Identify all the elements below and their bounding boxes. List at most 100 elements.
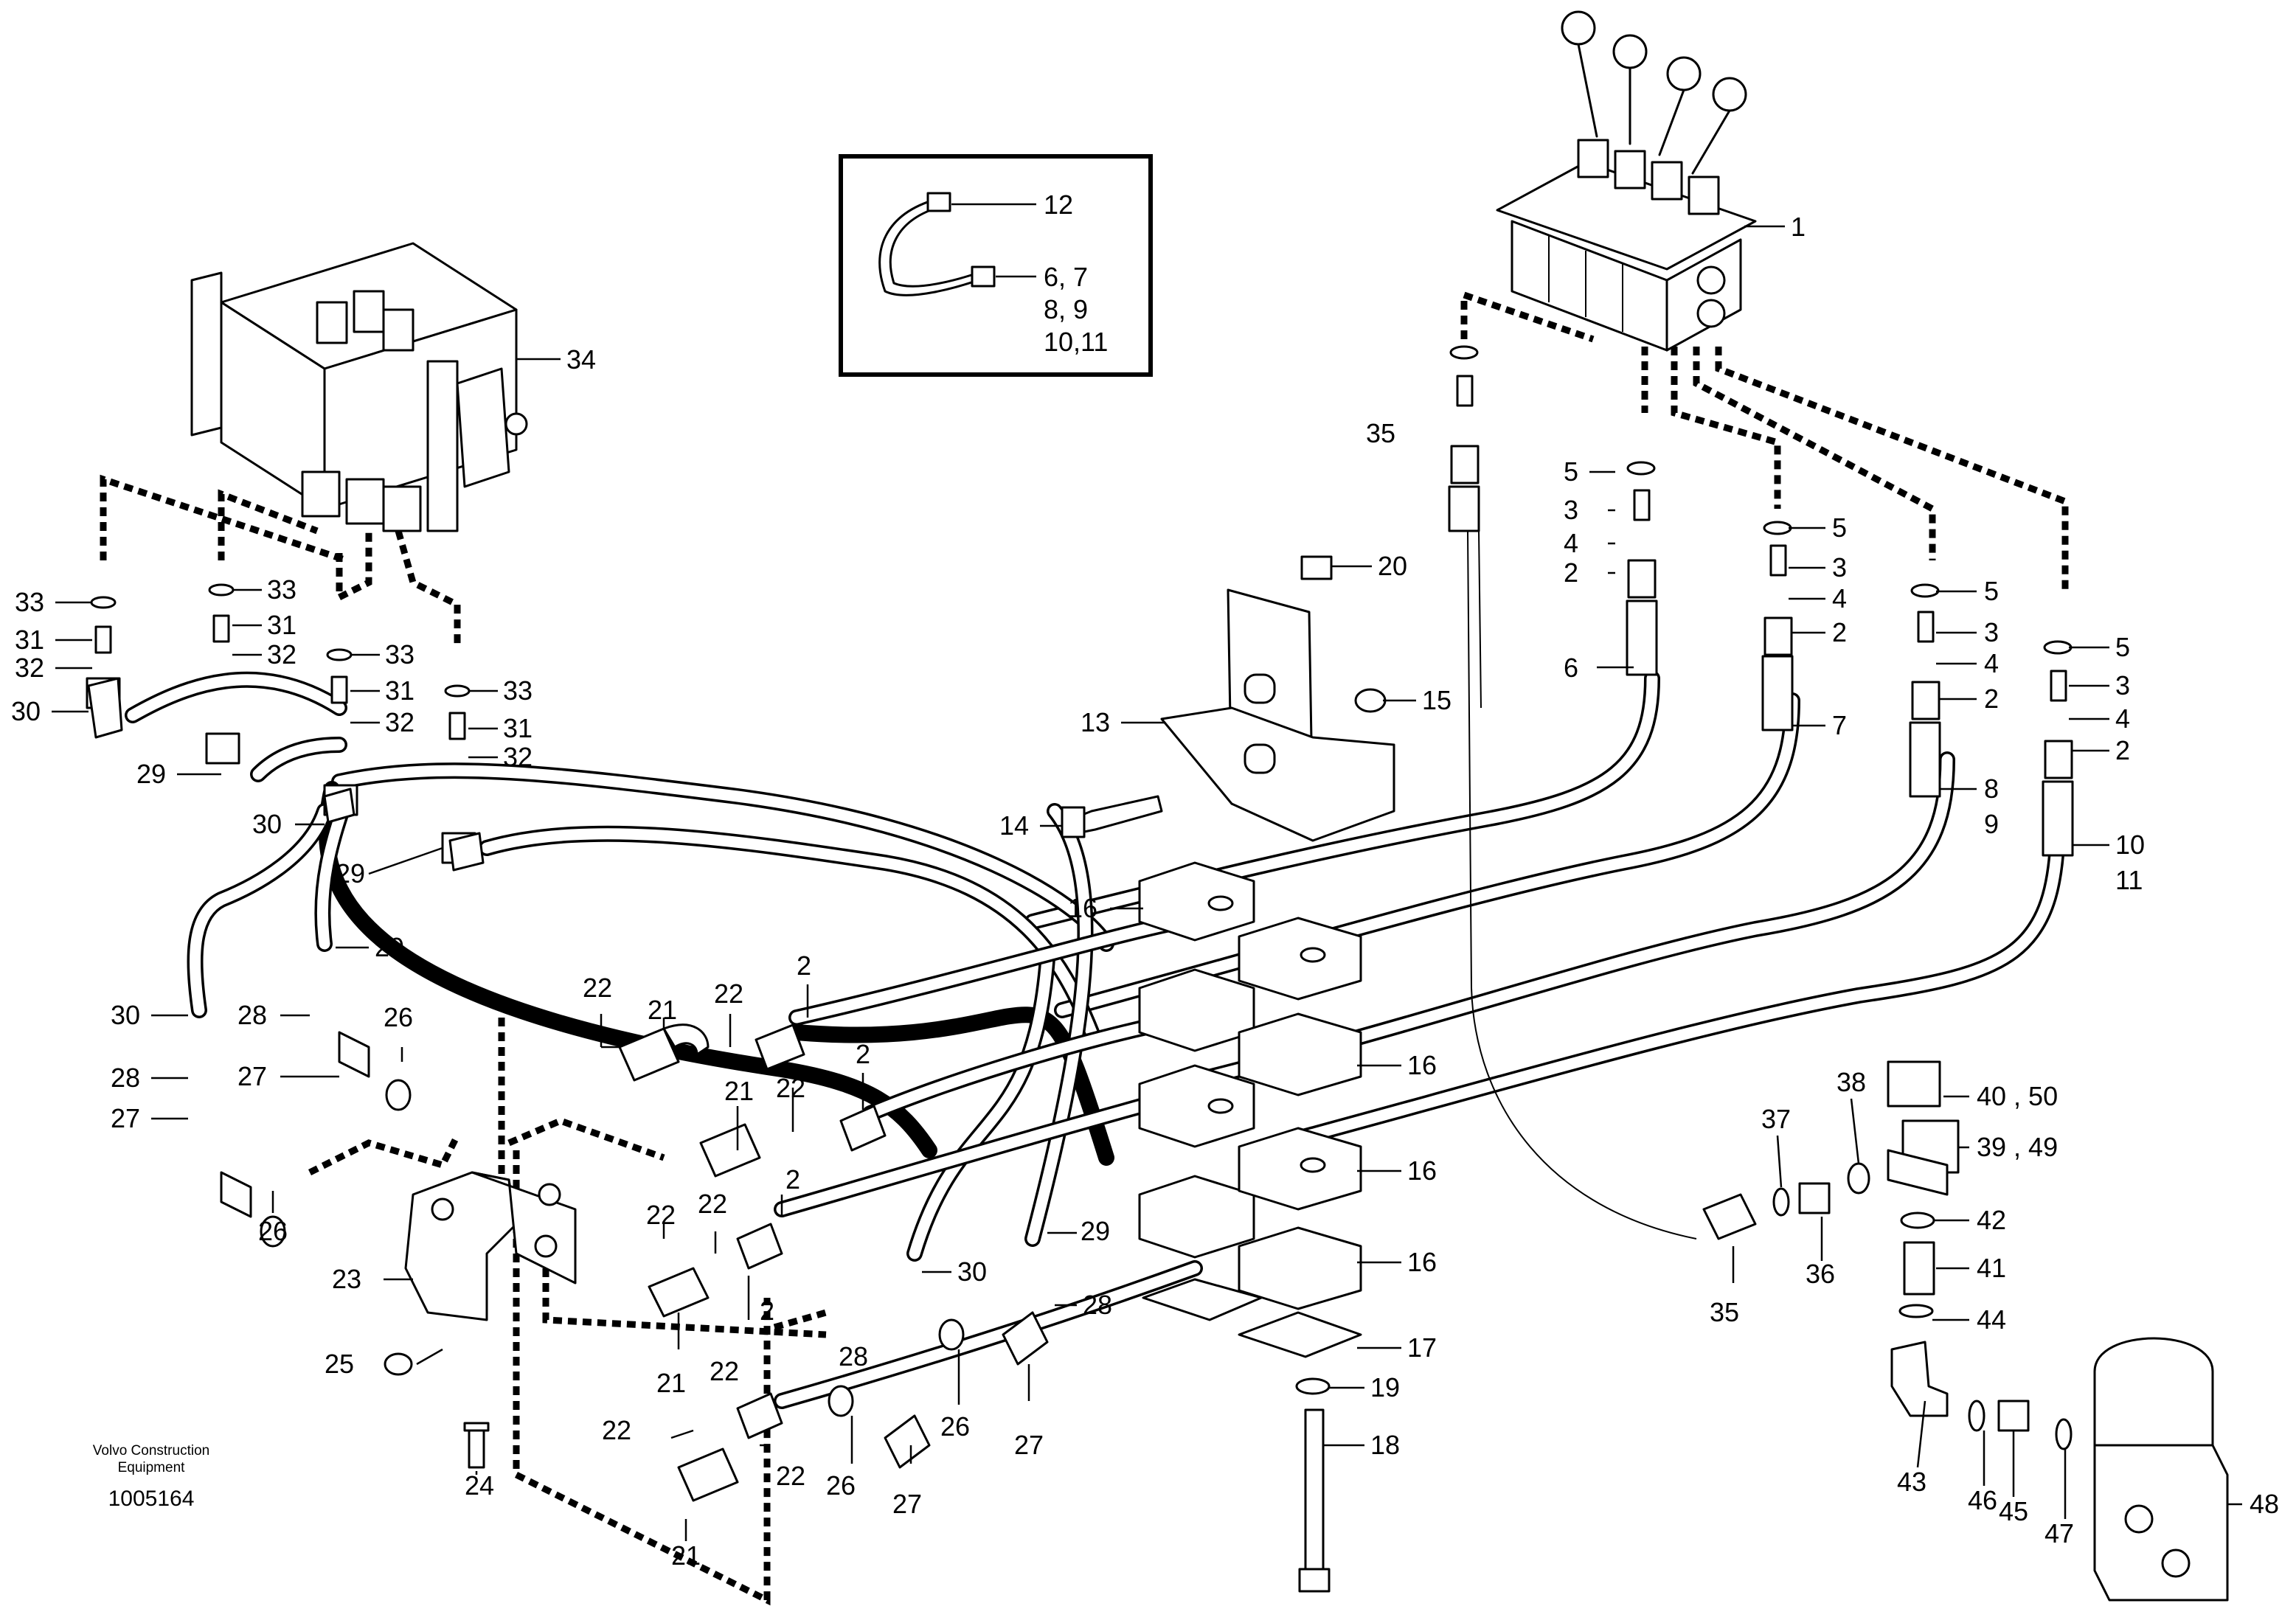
callout-32-a: 32 — [15, 653, 44, 683]
callout-48: 48 — [2250, 1489, 2279, 1519]
inset-label-10-11: 10,11 — [1044, 327, 1108, 357]
publisher-line-1: Volvo Construction — [93, 1443, 209, 1459]
callout-43: 43 — [1897, 1467, 1926, 1497]
callout-3-b: 3 — [1832, 552, 1847, 583]
callout-21-c: 21 — [656, 1368, 686, 1398]
callout-37: 37 — [1761, 1104, 1791, 1134]
callout-7: 7 — [1832, 710, 1847, 740]
callout-22-h: 22 — [776, 1461, 805, 1491]
callout-36: 36 — [1806, 1259, 1835, 1289]
callout-2-f: 2 — [856, 1039, 870, 1069]
callout-32-c: 32 — [385, 707, 415, 737]
callout-44: 44 — [1977, 1304, 2006, 1335]
callout-21-a: 21 — [648, 995, 677, 1025]
inset-label-6-7: 6, 7 — [1044, 262, 1088, 292]
callout-30-d: 30 — [957, 1256, 987, 1287]
callout-6: 6 — [1564, 653, 1578, 683]
callout-30-a: 30 — [11, 696, 41, 726]
callout-2-d: 2 — [2115, 735, 2130, 765]
callout-30-b: 30 — [252, 809, 282, 839]
callout-32-b: 32 — [267, 639, 296, 670]
callout-33-d: 33 — [503, 675, 533, 706]
callout-19: 19 — [1370, 1372, 1400, 1402]
callout-22-e: 22 — [698, 1189, 727, 1219]
callout-35-top: 35 — [1366, 418, 1395, 448]
callout-33-a: 33 — [15, 587, 44, 617]
elbow-fittings — [87, 677, 1049, 1502]
callout-2-e: 2 — [797, 950, 811, 981]
callout-39-49: 39 , 49 — [1977, 1132, 2058, 1162]
callout-21-b: 21 — [724, 1076, 754, 1106]
callout-23: 23 — [332, 1264, 361, 1294]
bracket-23 — [384, 1171, 577, 1469]
callout-28-a: 28 — [237, 1000, 267, 1030]
callout-34: 34 — [566, 344, 596, 375]
callout-28-b: 28 — [111, 1063, 140, 1093]
callout-26-a: 26 — [384, 1002, 413, 1032]
callout-3-a: 3 — [1564, 495, 1578, 525]
document-number: 1005164 — [108, 1487, 195, 1511]
callout-22-f: 22 — [710, 1356, 739, 1386]
callout-24: 24 — [465, 1470, 494, 1501]
callout-27-b: 27 — [111, 1103, 140, 1133]
callout-5-a: 5 — [1564, 456, 1578, 487]
callout-47: 47 — [2044, 1518, 2074, 1548]
callout-18: 18 — [1370, 1430, 1400, 1460]
callout-9: 9 — [1984, 809, 1999, 839]
callout-31-d: 31 — [503, 713, 533, 743]
callout-30-c: 30 — [111, 1000, 140, 1030]
callout-26-c: 26 — [826, 1470, 856, 1501]
callout-46: 46 — [1968, 1485, 1997, 1515]
callout-28-c: 28 — [839, 1341, 868, 1372]
callout-4-c: 4 — [1984, 648, 1999, 678]
callout-1: 1 — [1791, 212, 1806, 242]
callout-16-d: 16 — [1407, 1247, 1437, 1277]
callout-4-a: 4 — [1564, 528, 1578, 558]
publisher-line-2: Equipment — [118, 1460, 186, 1475]
callout-27-c: 27 — [892, 1489, 922, 1519]
callout-2-c: 2 — [1984, 684, 1999, 714]
callout-3-c: 3 — [1984, 617, 1999, 647]
callout-5-d: 5 — [2115, 632, 2130, 662]
callout-29-b: 29 — [336, 858, 365, 889]
callout-33-b: 33 — [267, 574, 296, 605]
callout-42: 42 — [1977, 1205, 2006, 1235]
callout-26-b: 26 — [258, 1216, 288, 1246]
callout-2-g: 2 — [785, 1164, 800, 1195]
callout-10: 10 — [2115, 830, 2145, 860]
callout-17: 17 — [1407, 1332, 1437, 1363]
control-valve-1 — [1496, 10, 1757, 352]
callout-31-b: 31 — [267, 610, 296, 640]
callout-28-d: 28 — [1083, 1290, 1112, 1320]
publisher-block: Volvo Construction Equipment 1005164 — [93, 1443, 209, 1511]
callout-labels: 1 34 35 5 3 4 2 6 5 3 4 2 7 5 3 4 2 8 9 … — [11, 212, 2279, 1571]
callout-22-d: 22 — [646, 1200, 676, 1230]
callout-22-b: 22 — [714, 978, 743, 1009]
callout-31-c: 31 — [385, 675, 415, 706]
callout-38: 38 — [1837, 1067, 1866, 1097]
hydraulic-hoses — [125, 530, 2066, 1409]
callout-27-d: 27 — [1014, 1430, 1044, 1460]
callout-2-a: 2 — [1564, 557, 1578, 588]
callout-32-d: 32 — [503, 742, 533, 772]
leader-lines — [52, 225, 2242, 1541]
callout-11: 11 — [2115, 865, 2143, 895]
callout-16-a: 16 — [1068, 893, 1097, 923]
callout-29-a: 29 — [136, 759, 166, 789]
bracket-13 — [1061, 555, 1395, 842]
inset-label-12: 12 — [1044, 190, 1073, 220]
callout-40-50: 40 , 50 — [1977, 1081, 2058, 1111]
control-unit-34 — [190, 242, 528, 532]
fitting-stacks — [86, 345, 2074, 864]
callout-45: 45 — [1999, 1496, 2028, 1526]
inset-label-8-9: 8, 9 — [1044, 294, 1088, 324]
callout-33-c: 33 — [385, 639, 415, 670]
callout-29-d: 29 — [1081, 1216, 1110, 1246]
callout-2-b: 2 — [1832, 617, 1847, 647]
callout-3-d: 3 — [2115, 670, 2130, 701]
callout-22-g: 22 — [602, 1415, 631, 1445]
callout-4-d: 4 — [2115, 703, 2130, 734]
callout-27-a: 27 — [237, 1061, 267, 1091]
callout-5-b: 5 — [1832, 512, 1847, 543]
callout-14: 14 — [999, 810, 1029, 841]
